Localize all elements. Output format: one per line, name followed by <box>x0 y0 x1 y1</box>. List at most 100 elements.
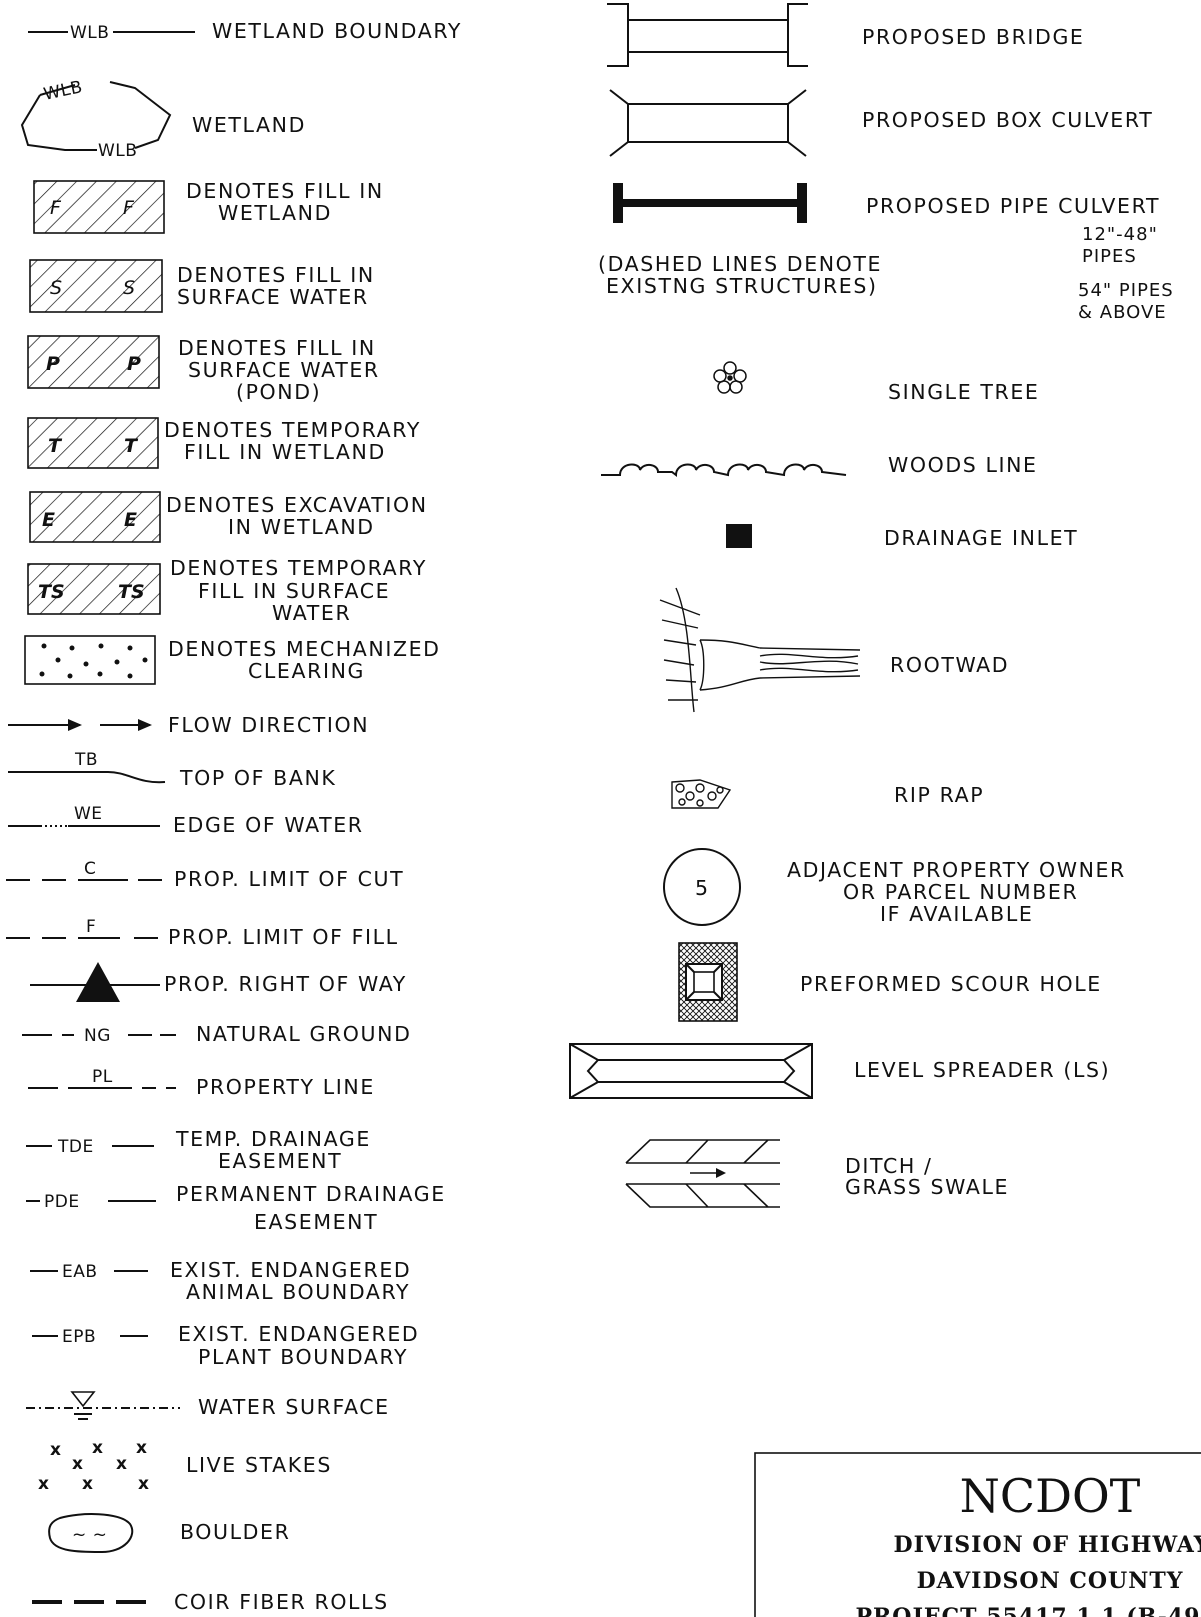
natural-ground-label: NATURAL GROUND <box>196 1022 411 1046</box>
title-block-line3: PROJECT 55417.1.1 (B-4985) <box>855 1604 1201 1617</box>
wetland-boundary-label: WETLAND BOUNDARY <box>212 19 462 43</box>
excavation-label-2: IN WETLAND <box>228 515 375 539</box>
pipe-size-2b: & ABOVE <box>1078 302 1167 323</box>
single-tree-legend: SINGLE TREE <box>713 361 1039 404</box>
epb-legend: EPB EXIST. ENDANGERED PLANT BOUNDARY <box>32 1322 419 1369</box>
water-surface-legend: WATER SURFACE <box>26 1391 390 1420</box>
fill-pond-label-1: DENOTES FILL IN <box>178 336 376 360</box>
pipe-culvert-legend: PROPOSED PIPE CULVERT 12"-48" PIPES 54" … <box>598 183 1174 323</box>
epb-label-1: EXIST. ENDANGERED <box>178 1322 419 1346</box>
fill-in-wetland-legend: F F DENOTES FILL IN WETLAND <box>33 179 384 234</box>
single-tree-label: SINGLE TREE <box>888 380 1039 404</box>
fill-wetland-label-1: DENOTES FILL IN <box>186 179 384 203</box>
water-surface-label: WATER SURFACE <box>198 1395 390 1419</box>
top-of-bank-label: TOP OF BANK <box>179 766 336 790</box>
wetland-boundary-legend: WLB WETLAND BOUNDARY <box>28 19 462 43</box>
tde-label-2: EASEMENT <box>218 1149 342 1173</box>
epb-label-2: PLANT BOUNDARY <box>198 1345 408 1369</box>
coir-fiber-legend: COIR FIBER ROLLS <box>32 1590 389 1614</box>
title-block-line1: DIVISION OF HIGHWAY <box>894 1532 1201 1558</box>
fill-symbol: F <box>86 917 96 937</box>
svg-text:x: x <box>116 1454 127 1474</box>
fill-wetland-mark-left: F <box>50 197 62 219</box>
fill-pond-label-3: (POND) <box>236 380 321 404</box>
title-block-title: NCDOT <box>960 1469 1141 1523</box>
pde-symbol: PDE <box>44 1192 80 1212</box>
tde-symbol: TDE <box>57 1137 94 1157</box>
fill-surface-mark-right: S <box>123 277 135 299</box>
boulder-legend: ~ ~ BOULDER <box>48 1513 289 1554</box>
temp-fill-surface-legend: TS TS DENOTES TEMPORARY FILL IN SURFACE … <box>27 556 427 625</box>
drainage-inlet-legend: DRAINAGE INLET <box>726 524 1077 550</box>
woods-line-legend: WOODS LINE <box>601 453 1038 477</box>
eab-symbol: EAB <box>62 1262 98 1282</box>
fill-pond-mark-left: P <box>46 353 60 375</box>
top-of-bank-legend: TB TOP OF BANK <box>8 750 336 790</box>
woods-line-label: WOODS LINE <box>888 453 1038 477</box>
pde-label-2: EASEMENT <box>254 1210 378 1234</box>
right-of-way-label: PROP. RIGHT OF WAY <box>164 972 407 996</box>
right-of-way-legend: PROP. RIGHT OF WAY <box>30 962 407 1002</box>
wetland-wlb-top: WLB <box>42 77 85 105</box>
fill-pond-label-2: SURFACE WATER <box>188 358 380 382</box>
temp-fill-surface-label-1: DENOTES TEMPORARY <box>170 556 427 580</box>
edge-of-water-legend: WE EDGE OF WATER <box>8 804 364 837</box>
parcel-circle-icon <box>663 848 741 926</box>
ditch-legend: DITCH / GRASS SWALE <box>625 1139 1007 1208</box>
temp-fill-wetland-label-2: FILL IN WETLAND <box>184 440 386 464</box>
rootwad-label: ROOTWAD <box>890 653 1009 677</box>
title-block-line2: DAVIDSON COUNTY <box>917 1568 1184 1594</box>
temp-surface-mark-left: TS <box>38 581 65 603</box>
pde-legend: PDE PERMANENT DRAINAGE EASEMENT <box>26 1182 446 1234</box>
pipe-size-2a: 54" PIPES <box>1078 280 1174 301</box>
dashed-note-1: (DASHED LINES DENOTE <box>598 252 882 276</box>
fill-in-surface-water-legend: S S DENOTES FILL IN SURFACE WATER <box>29 259 373 313</box>
tb-symbol: TB <box>74 750 98 770</box>
property-owner-label-3: IF AVAILABLE <box>880 902 1033 926</box>
excavation-mark-left: E <box>42 509 55 531</box>
boulder-icon <box>48 1513 134 1554</box>
level-spreader-label: LEVEL SPREADER (LS) <box>854 1058 1110 1082</box>
ditch-icon <box>625 1139 780 1208</box>
excavation-wetland-legend: E E DENOTES EXCAVATION IN WETLAND <box>29 491 426 543</box>
epb-symbol: EPB <box>62 1327 96 1347</box>
ditch-label-1: DITCH / <box>845 1154 933 1178</box>
wetland-label: WETLAND <box>192 113 306 137</box>
flow-direction-label: FLOW DIRECTION <box>168 713 369 737</box>
box-culvert-legend: PROPOSED BOX CULVERT <box>609 89 1152 157</box>
ng-symbol: NG <box>84 1026 111 1046</box>
natural-ground-legend: NG NATURAL GROUND <box>22 1022 411 1046</box>
limit-of-cut-legend: C PROP. LIMIT OF CUT <box>6 859 404 891</box>
svg-text:x: x <box>138 1474 149 1494</box>
limit-fill-label: PROP. LIMIT OF FILL <box>168 925 399 949</box>
property-owner-label-2: OR PARCEL NUMBER <box>843 880 1078 904</box>
coir-label: COIR FIBER ROLLS <box>174 1590 389 1614</box>
drainage-inlet-icon <box>726 524 752 548</box>
svg-text:x: x <box>38 1474 49 1494</box>
wetland-wlb-bottom: WLB <box>98 141 137 161</box>
row-triangle-icon <box>76 962 120 1002</box>
pde-label-1: PERMANENT DRAINAGE <box>176 1182 446 1206</box>
rip-rap-label: RIP RAP <box>894 783 984 807</box>
boulder-mark: ~ ~ <box>72 1525 107 1545</box>
clearing-dots <box>39 643 148 679</box>
water-surface-triangle-icon <box>70 1391 96 1408</box>
proposed-bridge-legend: PROPOSED BRIDGE <box>607 3 1084 67</box>
edge-of-water-label: EDGE OF WATER <box>173 813 364 837</box>
live-stakes-label: LIVE STAKES <box>186 1453 332 1477</box>
bridge-label: PROPOSED BRIDGE <box>862 25 1084 49</box>
tde-label-1: TEMP. DRAINAGE <box>175 1127 371 1151</box>
we-symbol: WE <box>74 804 103 824</box>
fill-in-pond-legend: P P DENOTES FILL IN SURFACE WATER (POND) <box>27 335 380 404</box>
temp-fill-mark-left: T <box>48 435 63 457</box>
rip-rap-icon <box>671 779 732 809</box>
temp-fill-mark-right: T <box>124 435 139 457</box>
svg-text:x: x <box>82 1474 93 1494</box>
limit-cut-label: PROP. LIMIT OF CUT <box>174 867 404 891</box>
fill-surface-label-2: SURFACE WATER <box>177 285 369 309</box>
pipe-size-1b: PIPES <box>1082 246 1137 267</box>
fill-surface-mark-left: S <box>50 277 62 299</box>
live-stakes-x-marks: x x x x x x x x <box>38 1438 149 1494</box>
eab-label-1: EXIST. ENDANGERED <box>170 1258 411 1282</box>
